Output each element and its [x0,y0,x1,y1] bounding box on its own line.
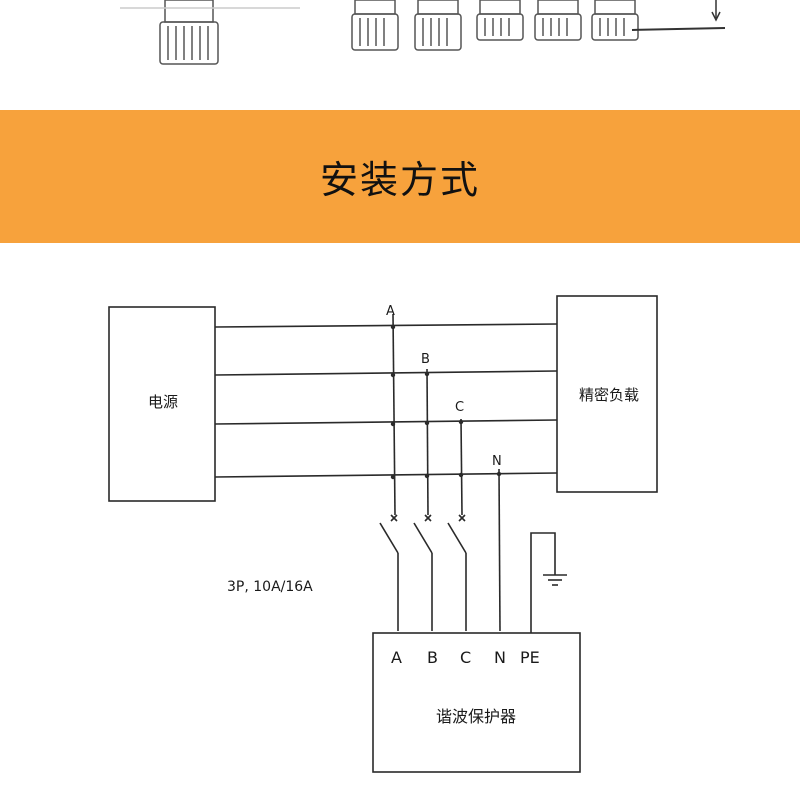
terminal-pe: PE [520,648,540,667]
terminal-c: C [460,648,471,667]
tap-a [392,313,396,516]
switch-c [447,522,467,554]
pe-wire [530,532,556,633]
terminal-n: N [494,648,506,667]
phase-line-c [214,419,558,425]
phase-line-a [214,323,558,328]
wiring-diagram: 电源 精密负载 A B C N 3P, 10A/16A A B C N PE 谐… [108,295,658,773]
load-label: 精密负载 [579,386,639,404]
terminal-b: B [427,648,438,667]
connector-row-icon [351,0,639,51]
load-box [556,295,658,493]
phase-line-n [214,472,558,478]
tap-c [460,418,463,516]
phase-label-n: N [492,454,502,469]
breaker-mark-c [458,514,466,522]
connector-illustration [120,0,726,65]
breaker-mark-a [390,514,398,522]
product-image-strip [0,0,800,110]
protector-label: 谐波保护器 [436,707,516,726]
phase-label-b: B [421,352,430,367]
breaker-mark-b [424,514,432,522]
terminal-a: A [391,648,402,667]
section-banner: 安装方式 [0,110,800,243]
protector-box [372,632,581,773]
connector-icon [159,0,219,65]
power-source-box [108,306,216,502]
phase-line-b [214,370,558,376]
rating-label: 3P, 10A/16A [227,579,313,595]
tap-b [426,368,429,516]
power-source-label: 电源 [148,393,178,411]
section-title: 安装方式 [319,158,480,202]
ground-icon [543,574,567,586]
tap-n [498,468,501,632]
phase-label-a: A [386,304,395,319]
phase-label-c: C [455,400,464,415]
switch-a [379,522,399,554]
switch-b [413,522,433,554]
